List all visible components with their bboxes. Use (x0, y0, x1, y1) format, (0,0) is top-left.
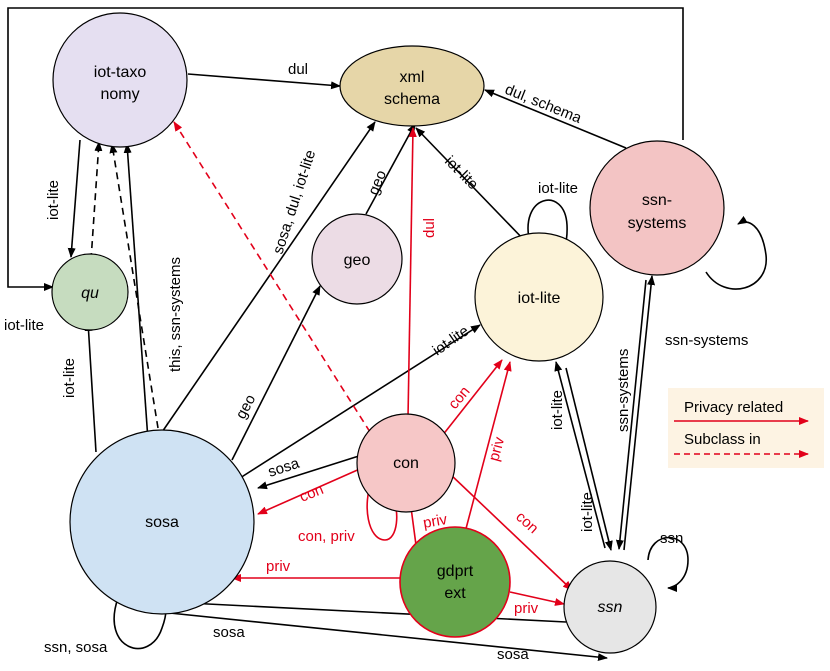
edge-label-gdpr-sosa: priv (266, 558, 291, 575)
edge-con-to-taxo-subclass (173, 121, 371, 433)
edge-ssnsys-self (705, 215, 767, 290)
edge-label-gdpr-iotlite: priv (485, 435, 508, 463)
edge-label-sosa-ssn-top: sosa (213, 624, 245, 641)
edge-ssn-self (647, 536, 689, 592)
edge-label-con-iotlite: con (445, 383, 474, 412)
edge-label-geo-xml: geo (365, 168, 390, 198)
node-ssn[interactable] (563, 560, 657, 654)
edge-sosa-to-iotlite (239, 324, 481, 479)
edge-ssn-to-iotlite (554, 361, 606, 549)
edge-label-iotlite-self: iot-lite (538, 180, 578, 197)
edge-con-to-xml (407, 127, 417, 419)
edge-label-qu-self: iot-lite (4, 317, 44, 334)
edge-label-sosa-iotlite: iot-lite (430, 322, 473, 359)
edge-con-to-sosa-black (257, 454, 363, 490)
edge-label-con-self: con, priv (298, 528, 355, 545)
edge-label-sosa-self: ssn, sosa (44, 639, 108, 656)
node-qu[interactable] (51, 253, 129, 331)
edge-label-ssn-self: ssn (660, 530, 683, 547)
edge-con-to-ssn (449, 473, 573, 591)
node-labels: iot-taxo nomy xml schema ssn- systems qu… (81, 64, 686, 616)
node-gdprtext[interactable] (399, 526, 511, 638)
edge-ssnsys-to-ssn (615, 279, 647, 550)
node-label-ssn: ssn (598, 599, 623, 616)
edge-taxo-to-qu (67, 139, 81, 258)
edge-ssnsys-to-xml (484, 89, 627, 149)
edge-con-to-iotlite (441, 359, 503, 437)
edge-geo-to-xml (365, 123, 416, 215)
edge-con-to-sosa-red (257, 467, 363, 515)
edge-label-con-xml: dul (421, 218, 438, 238)
edge-label-sosa-ssn-bottom: sosa (497, 646, 529, 663)
edge-label-gdpr-ssn: priv (514, 600, 539, 617)
legend-subclass-label: Subclass in (684, 431, 761, 448)
edge-sosa-to-taxo (123, 143, 149, 441)
edge-labels-red: dul con priv con con, priv priv con priv… (266, 218, 542, 617)
edge-label-gdpr-con: priv (422, 511, 449, 532)
edge-ssnsys-to-qu-frame (7, 7, 684, 291)
node-label-ssn-systems-line2: systems (628, 215, 687, 232)
edge-sosa-to-geo (231, 285, 321, 461)
edge-label-sosa-qu: iot-lite (61, 358, 78, 398)
edge-label-sosa-taxo: this, ssn-systems (167, 257, 184, 372)
edge-sosa-to-qu (84, 321, 97, 453)
nodes (51, 12, 725, 654)
node-label-gdprtext-line1: gdprt (437, 563, 474, 580)
node-xml-schema[interactable] (339, 45, 485, 127)
edge-label-taxo-qu: iot-lite (45, 180, 62, 220)
legend: Privacy related Subclass in (668, 388, 824, 468)
node-label-geo: geo (344, 252, 371, 269)
node-label-qu: qu (81, 285, 99, 302)
edge-label-con-sosa-red: con (297, 481, 326, 506)
edge-sosa-to-xml (159, 121, 376, 436)
node-label-xml-schema-line1: xml (400, 69, 425, 86)
node-con[interactable] (356, 413, 456, 513)
edge-label-ssnsys-xml: dul, schema (503, 81, 585, 127)
edge-label-ssnsys-self: ssn-systems (665, 332, 748, 349)
edge-label-ssn-ssnsys: ssn-systems (615, 349, 632, 432)
node-label-ssn-systems-line1: ssn- (642, 192, 672, 209)
node-geo[interactable] (311, 213, 403, 305)
node-label-sosa: sosa (145, 514, 179, 531)
edge-ssn-to-sosa (167, 598, 567, 623)
edge-label-con-ssn: con (512, 508, 541, 537)
node-ssn-systems[interactable] (589, 140, 725, 276)
node-label-gdprtext-line2: ext (444, 585, 466, 602)
node-label-iot-taxonomy-line1: iot-taxo (94, 64, 147, 81)
edge-iotlite-to-ssn (565, 367, 613, 551)
edge-label-iotlite-xml: iot-lite (441, 153, 481, 193)
red-edges (173, 121, 573, 606)
edge-ssn-to-ssnsys (623, 275, 656, 551)
edge-qu-to-taxo-subclass (90, 141, 103, 261)
node-iot-lite[interactable] (474, 232, 604, 362)
node-label-con: con (393, 455, 419, 472)
node-label-iot-lite: iot-lite (518, 290, 561, 307)
edge-iotlite-to-xml (415, 127, 528, 244)
edge-sosa-to-ssn (159, 611, 608, 662)
legend-privacy-label: Privacy related (684, 399, 783, 416)
edge-label-ssn-iotlite2: iot-lite (579, 492, 596, 532)
edge-gdpr-to-ssn (509, 591, 565, 606)
node-iot-taxonomy[interactable] (52, 12, 188, 148)
node-label-xml-schema-line2: schema (384, 91, 440, 108)
node-label-iot-taxonomy-line2: nomy (100, 86, 139, 103)
edge-label-taxo-xml: dul (288, 61, 308, 78)
edge-gdpr-to-iotlite (462, 361, 512, 541)
node-sosa[interactable] (69, 429, 255, 615)
edge-label-ssn-iotlite: iot-lite (549, 390, 566, 430)
edge-con-self (366, 479, 400, 541)
edge-label-sosa-geo: geo (233, 392, 260, 422)
edge-taxo-to-xml (187, 73, 341, 90)
